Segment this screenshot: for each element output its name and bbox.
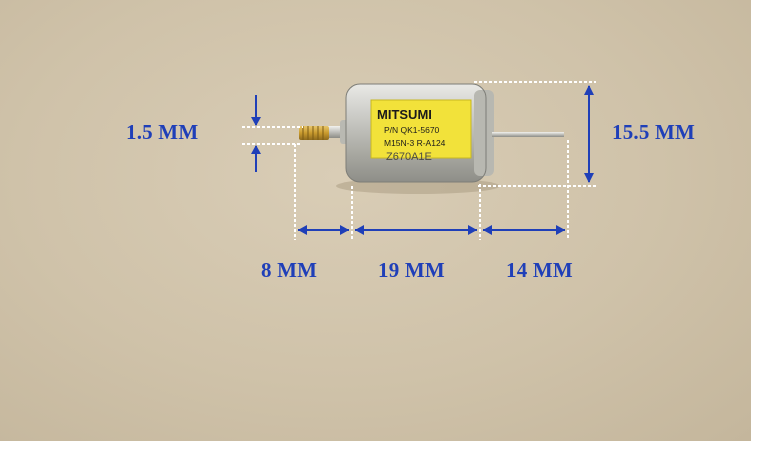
dimension-arrows [251, 85, 594, 235]
shaft-length-label: 14 MM [506, 258, 573, 282]
motor-scene: MITSUMI P/N QK1-5670 M15N-3 R-A124 Z670A… [242, 81, 596, 240]
dimension-guides [242, 81, 596, 240]
motor-brand: MITSUMI [377, 107, 432, 122]
product-photo: MITSUMI P/N QK1-5670 M15N-3 R-A124 Z670A… [0, 0, 751, 441]
pinion-gear [299, 126, 329, 140]
pinion-length-label: 8 MM [261, 258, 318, 282]
motor-stamp: Z670A1E [386, 151, 432, 163]
pinion-height-label: 1.5 MM [126, 120, 199, 144]
motor-height-label: 15.5 MM [612, 120, 696, 144]
right-shaft [492, 132, 564, 137]
motor-label [370, 99, 472, 159]
motor-part-number: P/N QK1-5670 [384, 125, 440, 135]
motor-model: M15N-3 R-A124 [384, 138, 446, 148]
body-length-label: 19 MM [378, 258, 445, 282]
